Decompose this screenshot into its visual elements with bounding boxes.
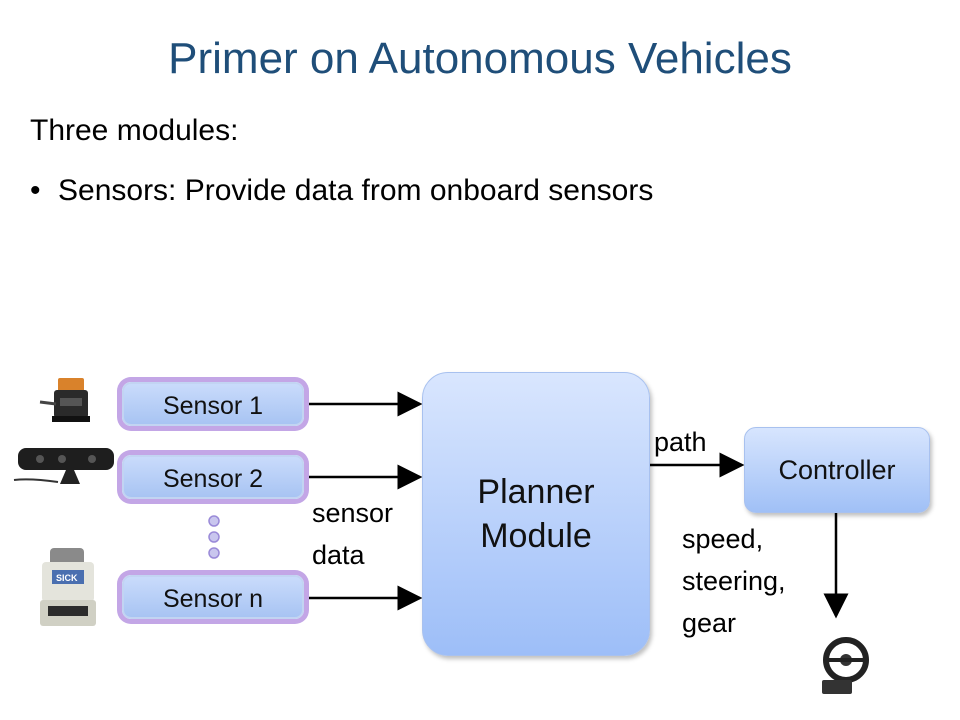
- ellipsis-dots-icon: [208, 515, 220, 559]
- slide-title: Primer on Autonomous Vehicles: [168, 34, 792, 83]
- kinect-camera-icon: [13, 448, 114, 484]
- svg-text:SICK: SICK: [56, 573, 78, 583]
- controller-box: Controller: [744, 427, 930, 513]
- bullet-icon: •: [30, 174, 41, 207]
- slide-subtitle: Three modules:: [30, 114, 239, 147]
- sensor-data-label: sensor data: [312, 498, 394, 570]
- sick-laser-scanner-icon: SICK: [40, 548, 96, 626]
- sensor-n-box: Sensor n: [122, 575, 304, 619]
- bullet-text: Sensors: Provide data from onboard senso…: [58, 174, 654, 207]
- sensor-2-box: Sensor 2: [122, 455, 304, 499]
- steering-wheel-icon: [822, 637, 869, 694]
- planner-module-box: Planner Module: [422, 372, 650, 656]
- outputs-label: speed, steering, gear: [682, 524, 786, 638]
- lidar-sensor-icon: [39, 378, 90, 422]
- bullet-item: • Sensors: Provide data from onboard sens…: [30, 174, 653, 208]
- sensor-1-box: Sensor 1: [122, 382, 304, 426]
- planner-module-label: Planner Module: [477, 473, 595, 555]
- path-label: path: [654, 427, 707, 457]
- controller-label: Controller: [778, 454, 896, 485]
